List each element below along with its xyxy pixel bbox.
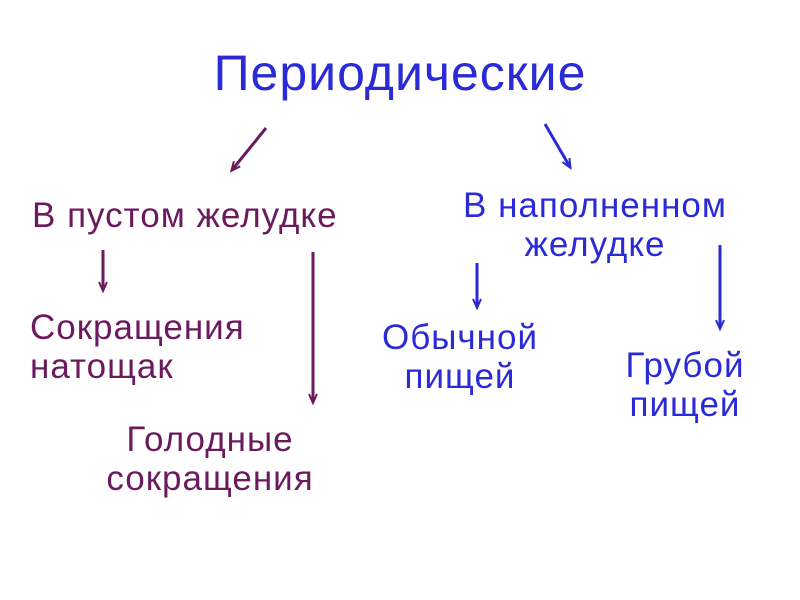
leaf-hunger-contractions: Голодные сокращения bbox=[60, 420, 360, 498]
arrow-title-to-full bbox=[543, 123, 570, 167]
leaf-fasting-line1: Сокращения bbox=[30, 308, 245, 347]
leaf-hunger-line2: сокращения bbox=[106, 459, 314, 499]
leaf-fasting-line2: натощак bbox=[30, 347, 174, 387]
branch-empty-stomach: В пустом желудке bbox=[32, 196, 338, 235]
leaf-coarse-food: Грубой пищей bbox=[590, 346, 780, 424]
diagram-title: Периодические bbox=[213, 45, 587, 101]
leaf-coarse-line2: пищей bbox=[629, 385, 741, 425]
leaf-ordinary-food: Обычной пищей bbox=[355, 318, 565, 396]
leaf-ordinary-line1: Обычной bbox=[381, 318, 538, 357]
leaf-coarse-line1: Грубой bbox=[625, 346, 745, 385]
branch-full-stomach: В наполненном желудке bbox=[430, 186, 760, 264]
leaf-hunger-line1: Голодные bbox=[126, 420, 294, 459]
arrow-title-to-empty bbox=[232, 127, 268, 170]
branch-full-line1: В наполненном bbox=[463, 186, 727, 225]
branch-full-line2: желудке bbox=[524, 225, 666, 265]
leaf-ordinary-line2: пищей bbox=[404, 357, 516, 397]
leaf-fasting-contractions: Сокращения натощак bbox=[30, 308, 245, 386]
